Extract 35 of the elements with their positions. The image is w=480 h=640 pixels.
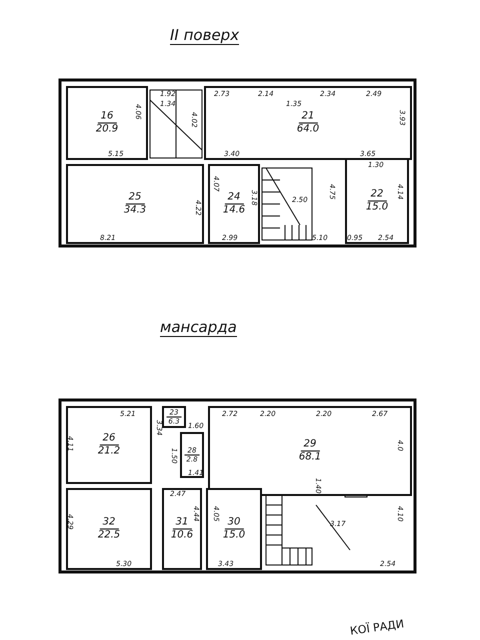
- room-outline: [162, 488, 202, 570]
- room-area: 34.3: [124, 204, 146, 216]
- room-outline: [66, 406, 152, 484]
- room-area: 10.6: [170, 530, 194, 542]
- room-number: 29: [300, 438, 320, 452]
- room-outline: [345, 158, 409, 244]
- stamp-text: КОЇ РАДИ: [350, 620, 404, 636]
- room-number: 24: [224, 192, 244, 204]
- room-number: 25: [126, 192, 144, 204]
- room-number: 22: [368, 188, 386, 202]
- room-area: 20.9: [96, 124, 118, 136]
- room-area: 64.0: [296, 124, 320, 136]
- floor-heading: мансарда: [160, 318, 237, 337]
- room-number: 21: [298, 110, 318, 124]
- room-outline: [180, 432, 204, 478]
- room-area: 15.0: [366, 202, 388, 214]
- room-number: 16: [98, 110, 116, 124]
- room-outline: [66, 164, 204, 244]
- room-area: 15.0: [222, 530, 246, 542]
- room-outline: [204, 86, 412, 160]
- room-number: 32: [100, 516, 118, 530]
- room-area: 68.1: [298, 452, 322, 464]
- room-number: 30: [224, 516, 244, 530]
- room-outline: [208, 406, 412, 496]
- room-number: 31: [172, 516, 192, 530]
- room-outline: [206, 488, 262, 570]
- floor-heading: ІІ поверх: [170, 26, 240, 45]
- room-outline: [66, 86, 148, 160]
- room-outline: [66, 488, 152, 570]
- room-outline: [208, 164, 260, 244]
- room-area: 14.6: [222, 204, 246, 216]
- room-outline: [162, 406, 186, 428]
- room-area: 22.5: [98, 530, 120, 542]
- room-area: 21.2: [98, 446, 120, 458]
- room-number: 26: [100, 432, 118, 446]
